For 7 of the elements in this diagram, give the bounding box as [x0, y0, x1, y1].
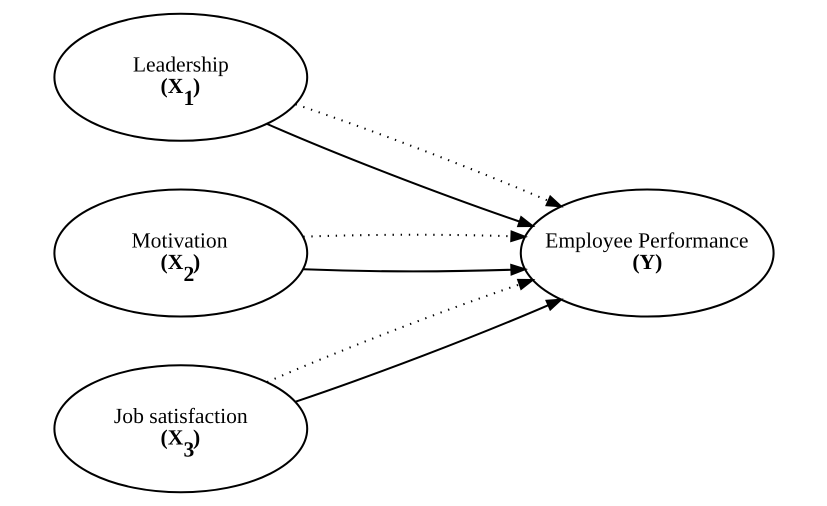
arrow [266, 123, 535, 228]
node-ellipse: Employee Performance (Y) [519, 188, 774, 318]
arrow [266, 278, 535, 383]
arrow [302, 264, 528, 276]
arrow [294, 103, 564, 208]
arrow [294, 298, 564, 403]
arrow [302, 230, 528, 242]
